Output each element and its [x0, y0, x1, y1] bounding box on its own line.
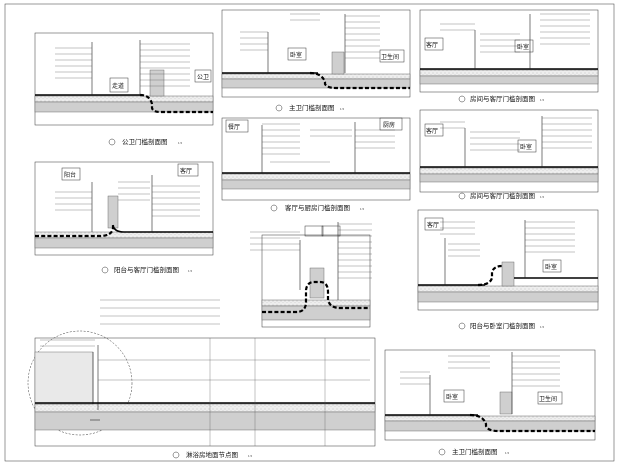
- room-label: 阳台: [64, 171, 76, 179]
- panel-title: 公卫门槛剖面图: [122, 137, 168, 146]
- room-label: 公卫: [197, 74, 209, 81]
- panel-3-frame: [419, 9, 599, 93]
- panel-8: 淋浴房地面节点图 1:5: [27, 299, 376, 459]
- panel-5: 客厅 卧室 房间与客厅门槛剖面图 1:5: [419, 109, 599, 200]
- panel-5-frame: [419, 109, 599, 193]
- panel-7: 客厅 卧室 阳台与卧室门槛剖面图 1:5: [417, 209, 599, 330]
- panel-4: 餐厅 厨房 客厅与厨房门槛剖面图 1:5: [221, 117, 411, 212]
- room-label: 客厅: [180, 167, 192, 175]
- panel-title: 阳台与卧室门槛剖面图: [470, 321, 535, 330]
- room-label: 卧室: [517, 43, 529, 51]
- panel-9: 卧室 卫生间 主卫门槛剖面图 1:5: [384, 349, 596, 456]
- panel-7-frame: [417, 209, 599, 311]
- room-label: 卫生间: [381, 53, 399, 61]
- panel-scale: 1:5: [540, 195, 545, 199]
- room-label: 客厅: [426, 127, 438, 135]
- room-label: 卧室: [520, 143, 532, 151]
- panel-title: 主卫门槛剖面图: [289, 103, 335, 112]
- center-detail-frame: [261, 234, 371, 328]
- room-label: 厨房: [383, 121, 395, 129]
- panel-6: 阳台 客厅 阳台与客厅门槛剖面图 1:5: [34, 161, 214, 274]
- panel-6-frame: [34, 161, 214, 256]
- room-label: 卧室: [545, 263, 557, 271]
- room-label: 卧室: [290, 51, 302, 59]
- room-label: 餐厅: [228, 123, 240, 131]
- panel-scale: 1:5: [540, 98, 545, 102]
- room-label: 卫生间: [539, 395, 557, 403]
- panel-title: 客厅与厨房门槛剖面图: [285, 203, 350, 212]
- panel-2: 卧室 卫生间 主卫门槛剖面图 1:5: [221, 9, 411, 112]
- center-detail: [250, 222, 372, 328]
- room-label: 客厅: [427, 221, 439, 229]
- sheet-border: [4, 3, 615, 462]
- panel-scale: 1:5: [248, 454, 253, 458]
- panel-scale: 1:5: [360, 207, 365, 211]
- room-label: 卧室: [446, 393, 458, 401]
- panel-scale: 1:5: [178, 141, 183, 145]
- panel-title: 淋浴房地面节点图: [186, 450, 238, 459]
- panel-scale: 1:5: [505, 451, 510, 455]
- room-label: 走道: [112, 82, 124, 90]
- panel-title: 房间与客厅门槛剖面图: [470, 191, 535, 200]
- panel-1: 走道 公卫 公卫门槛剖面图 1:5: [34, 32, 214, 146]
- room-label: 客厅: [426, 41, 438, 49]
- panel-title: 阳台与客厅门槛剖面图: [114, 265, 179, 274]
- panel-2-frame: [221, 9, 411, 98]
- panel-3: 客厅 卧室 房间与客厅门槛剖面图 1:5: [419, 9, 599, 103]
- panel-4-frame: [221, 117, 411, 201]
- panel-title: 房间与客厅门槛剖面图: [470, 94, 535, 103]
- panel-1-frame: [34, 32, 214, 126]
- panel-scale: 1:5: [188, 269, 193, 273]
- panel-title: 主卫门槛剖面图: [452, 447, 498, 456]
- panel-scale: 1:5: [340, 107, 345, 111]
- panel-scale: 1:5: [540, 325, 545, 329]
- panel-9-frame: [384, 349, 596, 441]
